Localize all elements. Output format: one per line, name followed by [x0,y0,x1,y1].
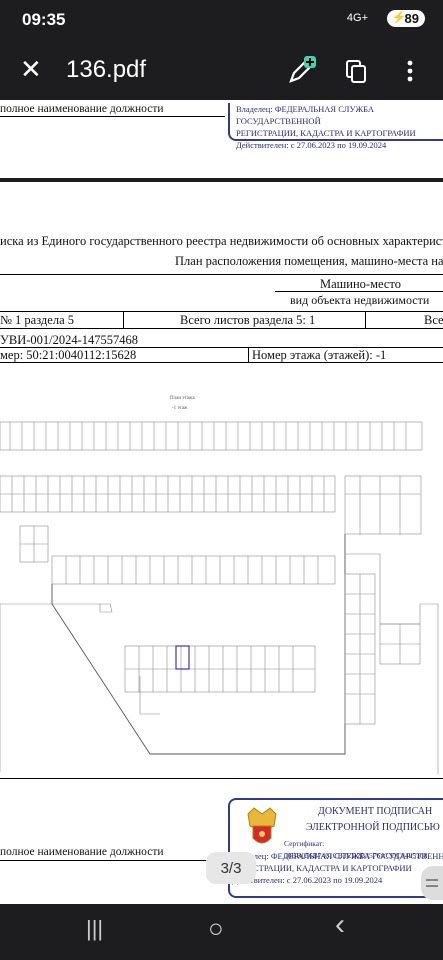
coat-of-arms-icon [247,807,277,844]
navigation-bar: ||| ○ ‹ [0,904,443,960]
plan-heading: План расположения помещения, машино-мест… [175,254,443,268]
document-signed-label: ДОКУМЕНТ ПОДПИСАН [318,806,433,817]
battery-indicator: 89 [386,10,425,27]
drag-handle-icon [426,879,438,887]
owner-line: Владелец: ФЕДЕРАЛЬНАЯ СЛУЖБА ГОСУДАРСТВЕ… [232,851,443,861]
signature-stamp: Владелец: ФЕДЕРАЛЬНАЯ СЛУЖБА ГОСУДАРСТВЕ… [228,103,443,150]
close-button[interactable]: ✕ [20,54,42,84]
home-button[interactable]: ○ [208,913,224,943]
cadastral-number: мер: 50:21:0040112:15628 [0,348,137,362]
total-sheets-cut: Все [424,313,443,327]
registration-number: УВИ-001/2024-147557468 [0,333,139,347]
app-bar: ✕ 136.pdf [0,42,443,100]
clock: 09:35 [22,10,66,29]
electronic-signature-label: ЭЛЕКТРОННОЙ ПОДПИСЬЮ [306,822,440,833]
copy-button[interactable] [339,54,373,88]
sheet-number: № 1 раздела 5 [0,313,75,327]
highlighted-parking-space [175,645,190,670]
copy-icon [346,60,366,83]
back-button[interactable]: ‹ [335,908,345,941]
position-caption: полное наименование должности [0,103,164,115]
object-type-caption: вид объекта недвижимости [290,293,430,307]
extract-heading: иска из Единого государственного реестра… [0,234,443,248]
document-title: 136.pdf [66,56,147,83]
more-options-button[interactable] [393,54,427,88]
plan-title: План этажа [170,396,195,401]
floor-plan-drawing [0,421,439,774]
pen-plus-icon [289,56,316,83]
validity-line: Действителен: с 27.06.2023 по 19.09.2024 [232,875,383,885]
certificate-number: Сертификат: 00BB056B7401CB3ED2B3576ACDC8… [284,839,428,860]
object-type: Машино-место [320,277,401,291]
recents-button[interactable]: ||| [86,916,104,941]
floor-number: Номер этажа (этажей): -1 [252,348,387,362]
owner-line-2: РЕГИСТРАЦИИ, КАДАСТРА И КАРТОГРАФИИ [232,863,412,873]
annotate-button[interactable] [284,54,318,88]
position-caption-bottom: полное наименование должности [0,846,164,858]
more-vert-icon [407,60,413,82]
plan-floor-label: -1 этаж [172,406,188,411]
page-indicator: 3/3 [206,852,256,884]
electronic-signature-stamp: ДОКУМЕНТ ПОДПИСАН ЭЛЕКТРОННОЙ ПОДПИСЬЮ С… [228,798,443,898]
floor-plan: План этажа -1 этаж [0,394,443,774]
pdf-page-3[interactable]: иска из Единого государственного реестра… [0,182,443,904]
network-indicator: 4G+ [346,12,368,24]
pdf-page-2[interactable]: полное наименование должности Владелец: … [0,100,443,178]
fast-scroll-handle[interactable] [421,866,443,900]
total-sheets: Всего листов раздела 5: 1 [180,313,316,327]
status-bar: 09:35 4G+ 89 [0,0,443,42]
